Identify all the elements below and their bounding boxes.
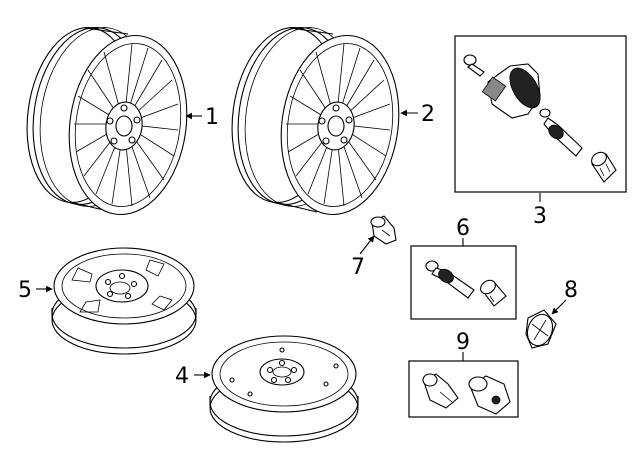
steel-wheel-5[interactable] bbox=[51, 247, 197, 355]
callout-8: 8 bbox=[564, 278, 578, 303]
callout-3: 3 bbox=[533, 204, 547, 229]
tpms-sensor-box bbox=[454, 35, 627, 193]
callout-9: 9 bbox=[456, 330, 470, 355]
center-cap[interactable] bbox=[523, 309, 557, 349]
tpms-sensor-kit[interactable] bbox=[463, 54, 617, 183]
alloy-wheel-1[interactable] bbox=[16, 20, 198, 222]
valve-cap-2 bbox=[480, 279, 507, 307]
lug-nut[interactable] bbox=[370, 215, 397, 245]
valve-stem bbox=[539, 108, 583, 157]
sensor-screw bbox=[463, 54, 485, 77]
valve-cap bbox=[591, 151, 617, 183]
wheel-lock-kit[interactable] bbox=[422, 373, 511, 415]
valve-stem-kit[interactable] bbox=[425, 260, 507, 307]
callout-5: 5 bbox=[18, 278, 32, 303]
wheel-lock-nut bbox=[422, 373, 459, 409]
callout-4: 4 bbox=[175, 364, 189, 389]
wheel-lock-key bbox=[468, 375, 511, 415]
valve-stem-2 bbox=[425, 260, 475, 299]
valve-stem-box bbox=[410, 245, 517, 320]
callout-2: 2 bbox=[421, 102, 435, 127]
callout-1: 1 bbox=[205, 105, 219, 130]
alloy-wheel-2[interactable] bbox=[221, 20, 410, 222]
callout-6: 6 bbox=[456, 216, 470, 241]
tpms-sensor bbox=[481, 63, 541, 119]
steel-wheel-4[interactable] bbox=[209, 335, 359, 443]
callout-7: 7 bbox=[351, 255, 365, 280]
lock-nut-box bbox=[408, 360, 519, 418]
